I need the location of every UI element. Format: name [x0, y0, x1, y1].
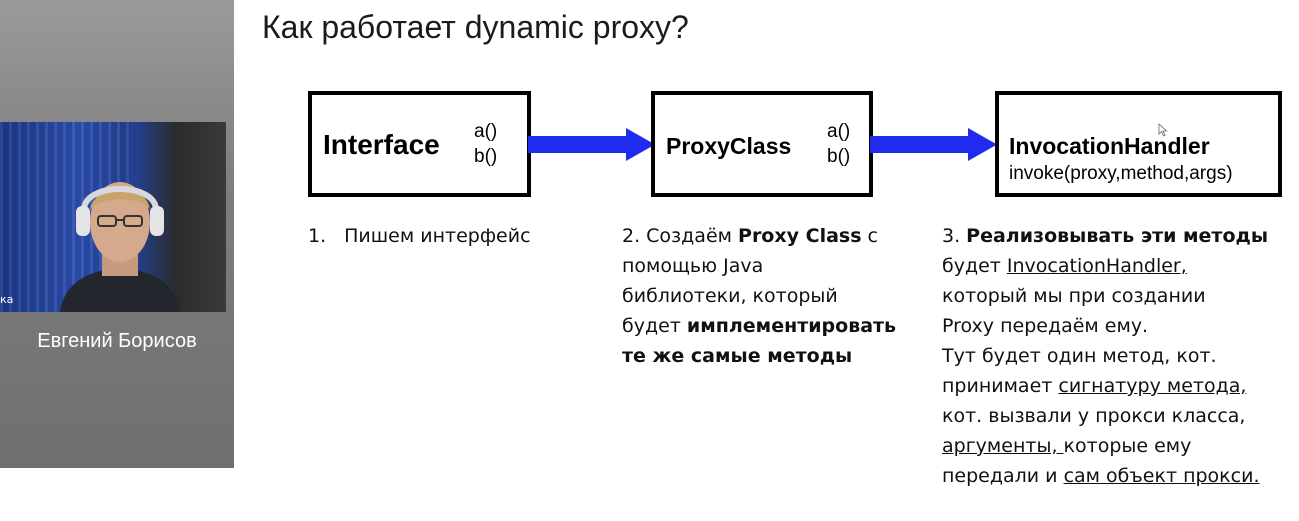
step-1-description: Пишем интерфейс [344, 225, 531, 247]
interface-name: Interface [323, 129, 440, 160]
participant-webcam-feed: ка [0, 122, 226, 312]
slide-title: Как работает dynamic proxy? [262, 9, 689, 45]
step-2-prefix: 2. Создаём [622, 225, 739, 247]
step-3-proxy-object: сам объект прокси. [1063, 465, 1260, 487]
step-3-line-3: который мы при создании [942, 285, 1206, 307]
step-3-number: 3. [942, 225, 967, 247]
step-2-line-3: библиотеки, который [622, 285, 838, 307]
arrow-right-icon [870, 128, 997, 161]
interface-box: Interface a() b() [308, 91, 531, 197]
step-2-line-5: те же самые методы [622, 341, 896, 371]
step-3-line-2: будет InvocationHandler, [942, 251, 1268, 281]
participant-video-panel[interactable]: ка Евгений Борисов [0, 0, 234, 468]
step-3-accepts: принимает [942, 375, 1059, 397]
step-3-line-4: Proxy передаём ему. [942, 315, 1149, 337]
interface-method-b: b() [474, 146, 498, 167]
step-3-implement-methods: Реализовывать эти методы [966, 225, 1269, 247]
step-3-line-9: передали и сам объект прокси. [942, 461, 1268, 491]
step-2-line-1: 2. Создаём Proxy Class с [622, 221, 896, 251]
step-2-proxy-class: Proxy Class [738, 225, 862, 247]
invoke-signature: invoke(proxy,method,args) [1009, 163, 1233, 184]
proxy-method-b: b() [827, 146, 851, 167]
arrow-right-icon [528, 128, 655, 161]
step-2-line-4: будет имплементировать [622, 311, 896, 341]
step-2-text: 2. Создаём Proxy Class с помощью Java би… [622, 221, 896, 371]
webcam-label: ка [0, 293, 14, 306]
step-3-method-signature: сигнатуру метода, [1058, 375, 1247, 397]
step-3-passed-and: передали и [942, 465, 1064, 487]
step-3-line-6: принимает сигнатуру метода, [942, 371, 1268, 401]
proxy-method-a: a() [827, 121, 851, 142]
interface-method-a: a() [474, 121, 498, 142]
step-1-number: 1. [308, 225, 327, 247]
step-2-suffix: с [861, 225, 879, 247]
step-1-text: 1. Пишем интерфейс [308, 221, 531, 251]
step-2-will: будет [622, 315, 687, 337]
step-3-invocation-handler: InvocationHandler, [1006, 255, 1187, 277]
proxy-class-box: ProxyClass a() b() [651, 91, 873, 197]
invocation-handler-name: InvocationHandler [1009, 133, 1210, 159]
step-2-line-2: помощью Java [622, 255, 764, 277]
proxy-class-name: ProxyClass [666, 133, 792, 159]
step-3-line-7: кот. вызвали у прокси класса, [942, 405, 1246, 427]
step-3-arguments: аргументы, [942, 435, 1064, 457]
participant-avatar-image [60, 182, 180, 312]
step-2-same-methods: те же самые методы [622, 345, 853, 367]
participant-name: Евгений Борисов [37, 330, 197, 352]
step-2-implement: имплементировать [686, 315, 897, 337]
mouse-cursor-icon [1158, 123, 1168, 137]
step-3-will: будет [942, 255, 1007, 277]
step-3-line-1: 3. Реализовывать эти методы [942, 221, 1268, 251]
step-3-text: 3. Реализовывать эти методы будет Invoca… [942, 221, 1268, 491]
step-3-line-8: аргументы, которые ему [942, 431, 1268, 461]
step-3-which-to-him: которые ему [1063, 435, 1192, 457]
step-3-line-5: Тут будет один метод, кот. [942, 345, 1217, 367]
invocation-handler-box: InvocationHandler invoke(proxy,method,ar… [995, 91, 1282, 197]
